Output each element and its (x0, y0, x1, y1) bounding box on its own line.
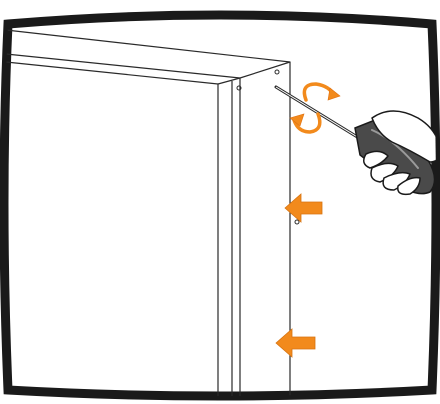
hand-palm (371, 110, 436, 163)
arrow-upper (284, 193, 323, 223)
arrow-lower (275, 328, 316, 358)
screw-hole-mid (294, 219, 300, 225)
cabinet-panel (5, 29, 291, 396)
direction-arrow-icon (275, 193, 323, 358)
screwdriver-icon (274, 85, 436, 195)
finger-4 (397, 176, 421, 196)
finger-1 (363, 150, 389, 169)
frame-border (0, 10, 440, 401)
hand-icon (363, 110, 436, 196)
clockwise-rotation-icon (289, 82, 341, 134)
screw-hole-right (274, 69, 280, 75)
cabinet-top-edge (5, 29, 291, 79)
screw-hole-left (236, 85, 242, 91)
